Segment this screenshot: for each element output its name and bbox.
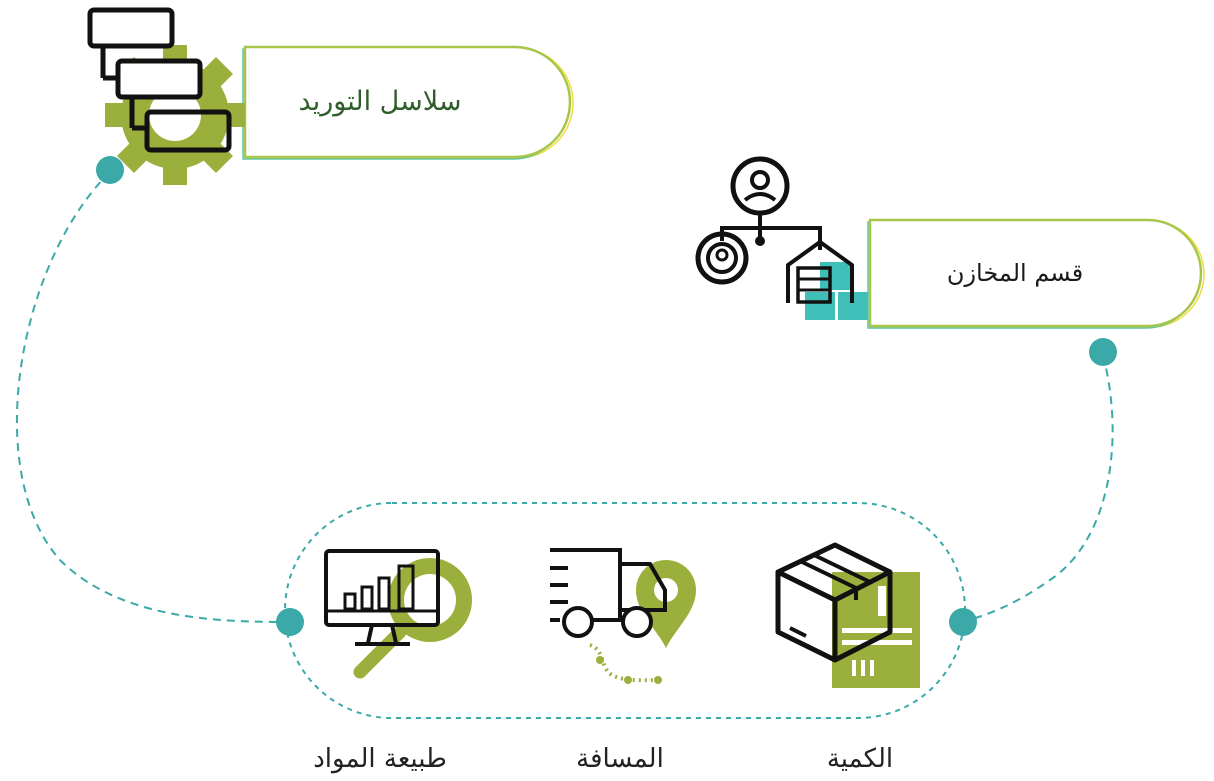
box-document-icon bbox=[775, 542, 920, 688]
warehouse-network-icon bbox=[695, 156, 868, 320]
gear-blocks-icon bbox=[87, 7, 245, 185]
warehouses-pill bbox=[867, 218, 1205, 329]
factor-materials-label: طبيعة المواد bbox=[313, 744, 447, 774]
connector-dot-warehouses bbox=[1089, 338, 1117, 366]
supply-chains-label: سلاسل التوريد bbox=[298, 86, 462, 117]
connector-dot-quantity bbox=[949, 608, 977, 636]
connector-supply-to-materials bbox=[15, 171, 291, 623]
monitor-chart-magnifier-icon bbox=[324, 549, 472, 679]
warehouses-label: قسم المخازن bbox=[946, 259, 1084, 287]
factor-quantity-label: الكمية bbox=[826, 744, 894, 774]
connector-warehouses-to-quantity bbox=[962, 354, 1114, 623]
connector-dot-supply bbox=[96, 156, 124, 184]
connector-dot-materials bbox=[276, 608, 304, 636]
supply-chains-pill bbox=[242, 45, 574, 160]
factor-distance-label: المسافة bbox=[576, 744, 664, 774]
delivery-truck-route-icon bbox=[550, 548, 696, 684]
